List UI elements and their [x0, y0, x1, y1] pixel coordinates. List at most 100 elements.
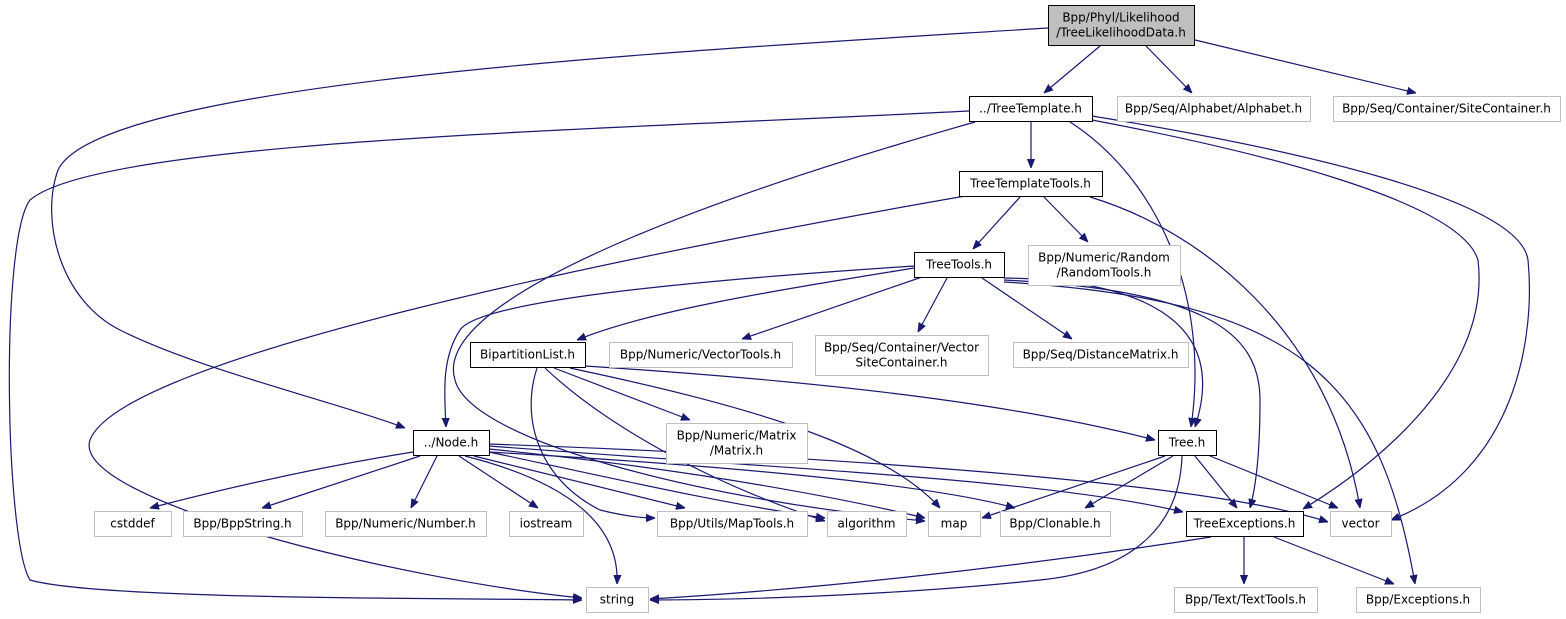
edge-TreeTemplateTools-to-string: [88, 195, 966, 598]
node-label: /Matrix.h: [710, 444, 763, 458]
node-label: TreeExceptions.h: [1193, 517, 1296, 531]
edge-TreeTemplate-to-TreeExceptions: [1091, 119, 1480, 509]
node-label: TreeTools.h: [925, 258, 992, 272]
node-BppString: Bpp/BppString.h: [183, 511, 303, 537]
node-box: [1013, 342, 1189, 368]
node-box: [470, 342, 586, 368]
node-box: [413, 430, 490, 456]
edge-TreeExceptions-to-Exceptions: [1273, 536, 1394, 585]
node-box: [969, 96, 1093, 122]
nodes-layer: Bpp/Phyl/Likelihood/TreeLikelihoodData.h…: [94, 5, 1561, 613]
edge-TreeLikelihoodData-to-Alphabet: [1145, 45, 1192, 93]
node-label: ../TreeTemplate.h: [979, 102, 1082, 116]
edge-Tree-to-string: [650, 455, 1183, 600]
edge-Node-to-BppString: [262, 455, 421, 508]
edge-TreeTools-to-VectorSiteContainer: [918, 277, 948, 332]
edge-Node-to-Clonable: [488, 451, 1015, 508]
node-TreeTemplateTools[interactable]: TreeTemplateTools.h: [959, 171, 1103, 197]
node-label: SiteContainer.h: [856, 356, 948, 370]
edge-BipartitionList-to-Tree: [584, 365, 1155, 440]
edge-TreeLikelihoodData-to-SiteContainer: [1194, 39, 1416, 93]
node-DistanceMatrix: Bpp/Seq/DistanceMatrix.h: [1013, 342, 1189, 368]
edge-TreeTools-to-BipartitionList: [577, 267, 915, 341]
edge-TreeTemplateTools-to-TreeTools: [973, 196, 1021, 249]
edge-Node-to-map: [488, 448, 925, 518]
node-label: Bpp/Clonable.h: [1009, 517, 1100, 531]
node-label: Bpp/Numeric/Number.h: [335, 517, 476, 531]
edge-TreeTools-to-DistanceMatrix: [981, 277, 1072, 339]
node-iostream: iostream: [509, 511, 584, 537]
node-box: [657, 511, 808, 537]
edge-TreeTools-to-TreeExceptions: [1003, 279, 1261, 508]
node-label: Bpp/Numeric/Random: [1038, 251, 1170, 265]
node-Node[interactable]: ../Node.h: [413, 430, 490, 456]
edge-Tree-to-Clonable: [1085, 455, 1174, 508]
node-box: [928, 511, 981, 537]
node-map: map: [928, 511, 981, 537]
node-label: /RandomTools.h: [1057, 266, 1152, 280]
node-label: algorithm: [838, 517, 896, 531]
edge-Tree-to-TreeExceptions: [1194, 455, 1237, 508]
edge-BipartitionList-to-Matrix: [553, 367, 690, 420]
edge-TreeTools-to-Node: [445, 265, 915, 427]
node-TextTools: Bpp/Text/TextTools.h: [1174, 587, 1318, 613]
node-label: Bpp/Phyl/Likelihood: [1062, 11, 1179, 25]
edge-Node-to-cstddef: [150, 451, 414, 508]
node-box: [1186, 511, 1304, 537]
node-label: Bpp/Text/TextTools.h: [1185, 593, 1306, 607]
node-cstddef: cstddef: [94, 511, 172, 537]
node-label: cstddef: [110, 517, 155, 531]
node-TreeLikelihoodData[interactable]: Bpp/Phyl/Likelihood/TreeLikelihoodData.h: [1048, 5, 1195, 46]
node-label: Tree.h: [1168, 436, 1205, 450]
node-box: [1330, 511, 1392, 537]
node-box: [1174, 587, 1318, 613]
node-label: Bpp/Seq/Container/SiteContainer.h: [1342, 102, 1551, 116]
edge-Node-to-TreeExceptions: [488, 445, 1183, 512]
edge-BipartitionList-to-algorithm: [544, 367, 825, 521]
node-label: Bpp/Seq/DistanceMatrix.h: [1023, 348, 1179, 362]
node-RandomTools: Bpp/Numeric/Random/RandomTools.h: [1028, 245, 1181, 286]
node-box: [325, 511, 487, 537]
node-box: [94, 511, 172, 537]
node-box: [666, 423, 808, 464]
edge-TreeTools-to-VectorTools: [742, 276, 923, 339]
node-box: [1356, 587, 1481, 613]
node-TreeExceptions[interactable]: TreeExceptions.h: [1186, 511, 1304, 537]
edge-Node-to-string: [464, 455, 617, 584]
node-box: [1048, 5, 1195, 46]
edge-TreeTemplate-to-string: [8, 110, 970, 600]
node-Exceptions: Bpp/Exceptions.h: [1356, 587, 1481, 613]
node-box: [609, 342, 793, 368]
node-label: Bpp/Exceptions.h: [1366, 593, 1470, 607]
node-box: [815, 335, 989, 376]
node-box: [509, 511, 584, 537]
node-box: [959, 171, 1103, 197]
node-label: map: [941, 517, 968, 531]
node-Matrix: Bpp/Numeric/Matrix/Matrix.h: [666, 423, 808, 464]
node-label: /TreeLikelihoodData.h: [1056, 26, 1186, 40]
node-box: [1000, 511, 1111, 537]
node-TreeTemplate[interactable]: ../TreeTemplate.h: [969, 96, 1093, 122]
edge-TreeTools-to-Exceptions: [1003, 281, 1415, 584]
node-VectorTools: Bpp/Numeric/VectorTools.h: [609, 342, 793, 368]
node-BipartitionList[interactable]: BipartitionList.h: [470, 342, 586, 368]
node-box: [1158, 430, 1217, 456]
node-Tree[interactable]: Tree.h: [1158, 430, 1217, 456]
edge-TreeExceptions-to-string: [650, 536, 1212, 599]
edge-Node-to-iostream: [458, 455, 538, 508]
node-box: [183, 511, 303, 537]
node-label: Bpp/Utils/MapTools.h: [670, 517, 794, 531]
edge-Tree-to-vector: [1209, 455, 1338, 509]
edge-Tree-to-map: [982, 455, 1166, 518]
node-label: BipartitionList.h: [480, 348, 575, 362]
edge-TreeLikelihoodData-to-Node: [51, 27, 1049, 428]
node-label: vector: [1341, 517, 1379, 531]
edge-TreeTemplateTools-to-vector: [1089, 196, 1360, 508]
node-Number: Bpp/Numeric/Number.h: [325, 511, 487, 537]
node-TreeTools[interactable]: TreeTools.h: [914, 252, 1005, 278]
node-label: string: [600, 593, 634, 607]
node-box: [1333, 96, 1561, 122]
node-SiteContainer: Bpp/Seq/Container/SiteContainer.h: [1333, 96, 1561, 122]
